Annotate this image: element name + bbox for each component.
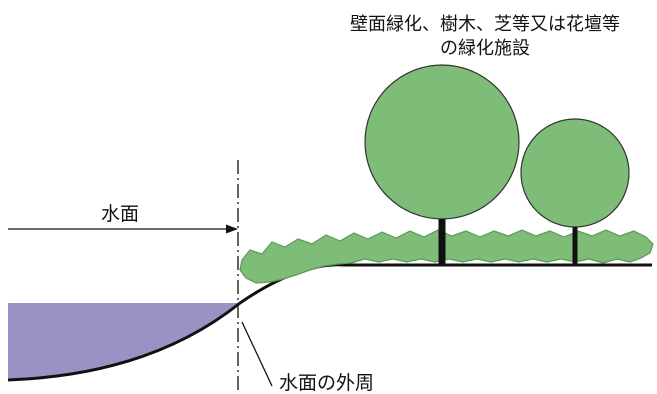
water-surface-label: 水面 <box>101 203 139 225</box>
perimeter-leader-line <box>241 321 273 387</box>
shrub-hedge <box>239 229 654 284</box>
greenery-label-line2: の緑化施設 <box>440 38 530 59</box>
water-area <box>8 303 240 380</box>
water-perimeter-label: 水面の外周 <box>279 372 374 394</box>
greenery-label-line1: 壁面緑化、樹木、芝等又は花壇等 <box>350 14 620 35</box>
small-tree-canopy <box>520 118 630 228</box>
arrowhead <box>226 224 238 234</box>
large-tree-canopy <box>364 64 520 220</box>
